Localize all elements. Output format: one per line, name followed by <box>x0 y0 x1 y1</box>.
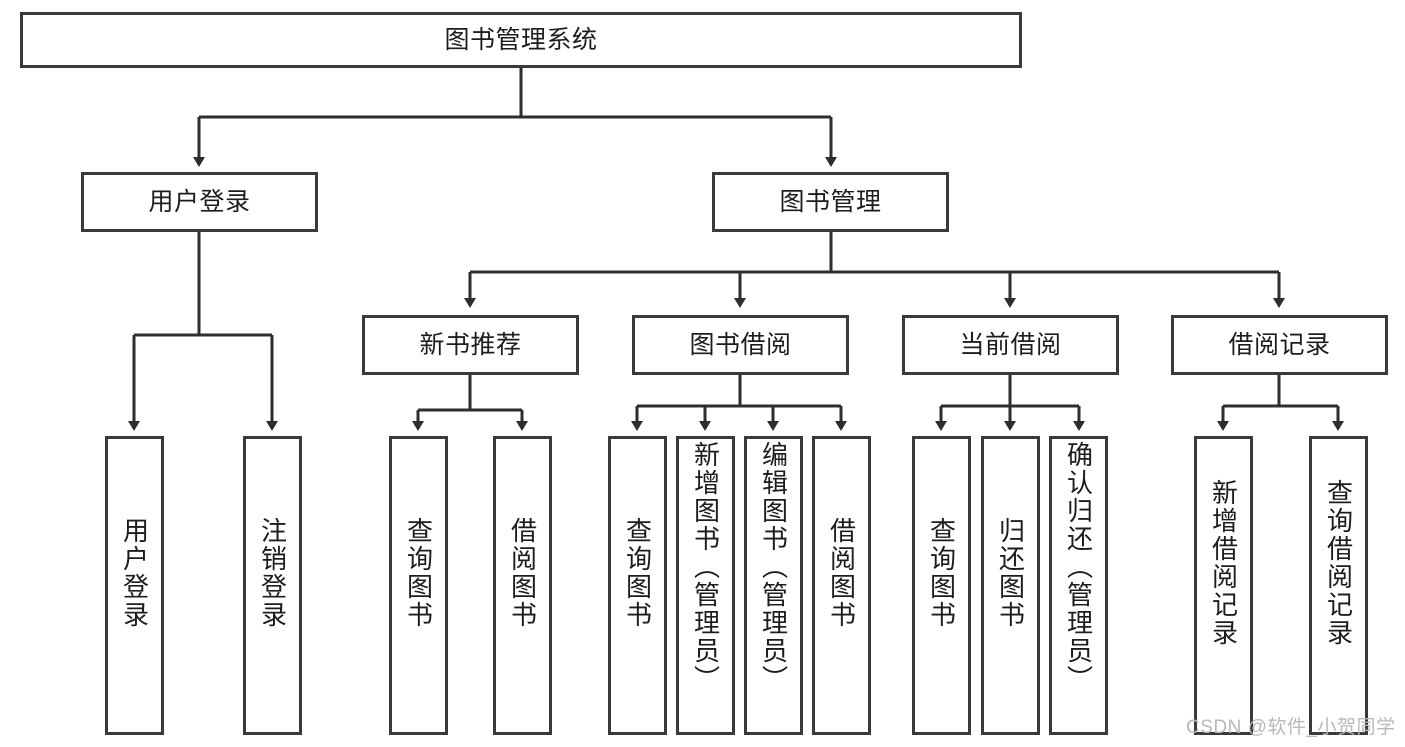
node-label: 查询图书 <box>622 517 653 629</box>
node-leaf-query-book-current[interactable]: 查询图书 <box>912 436 971 735</box>
node-label: 注销登录 <box>257 517 288 629</box>
node-label: 查询借阅记录 <box>1323 479 1354 647</box>
node-book-management[interactable]: 图书管理 <box>712 172 949 232</box>
node-label: 用户登录 <box>148 188 251 216</box>
csdn-watermark: CSDN @软件_小贺同学 <box>1186 717 1396 738</box>
node-current-borrow[interactable]: 当前借阅 <box>902 315 1119 375</box>
node-label: 借阅图书 <box>826 517 857 629</box>
node-label: 借阅图书 <box>507 517 538 629</box>
node-leaf-return-book[interactable]: 归还图书 <box>981 436 1040 735</box>
node-leaf-borrow-book[interactable]: 借阅图书 <box>812 436 871 735</box>
node-book-borrow[interactable]: 图书借阅 <box>632 315 849 375</box>
node-label: 新增图书（管理员） <box>690 441 721 693</box>
node-label: 图书管理 <box>779 188 882 216</box>
node-label: 图书管理系统 <box>444 26 598 54</box>
node-label: 当前借阅 <box>959 331 1062 359</box>
node-leaf-add-book[interactable]: 新增图书（管理员） <box>676 436 735 735</box>
node-label: 查询图书 <box>403 517 434 629</box>
node-label: 确认归还（管理员） <box>1063 441 1094 693</box>
node-book-management-system[interactable]: 图书管理系统 <box>20 12 1022 68</box>
node-label: 新书推荐 <box>419 331 522 359</box>
node-label: 编辑图书（管理员） <box>758 441 789 693</box>
node-label: 图书借阅 <box>689 331 792 359</box>
node-label: 新增借阅记录 <box>1208 479 1239 647</box>
node-label: 查询图书 <box>926 517 957 629</box>
node-label: 用户登录 <box>119 517 150 629</box>
node-leaf-borrow-book-recommend[interactable]: 借阅图书 <box>493 436 552 735</box>
node-leaf-confirm-return[interactable]: 确认归还（管理员） <box>1049 436 1108 735</box>
node-new-book-recommend[interactable]: 新书推荐 <box>362 315 579 375</box>
node-user-login[interactable]: 用户登录 <box>81 172 318 232</box>
node-borrow-record[interactable]: 借阅记录 <box>1171 315 1388 375</box>
node-leaf-edit-book[interactable]: 编辑图书（管理员） <box>744 436 803 735</box>
node-leaf-query-book-borrow[interactable]: 查询图书 <box>608 436 667 735</box>
node-leaf-query-book-recommend[interactable]: 查询图书 <box>389 436 448 735</box>
node-leaf-user-login[interactable]: 用户登录 <box>105 436 164 735</box>
node-label: 归还图书 <box>995 517 1026 629</box>
node-leaf-query-borrow-record[interactable]: 查询借阅记录 <box>1309 436 1368 735</box>
node-leaf-add-borrow-record[interactable]: 新增借阅记录 <box>1194 436 1253 735</box>
node-leaf-user-logout[interactable]: 注销登录 <box>243 436 302 735</box>
node-label: 借阅记录 <box>1228 331 1331 359</box>
